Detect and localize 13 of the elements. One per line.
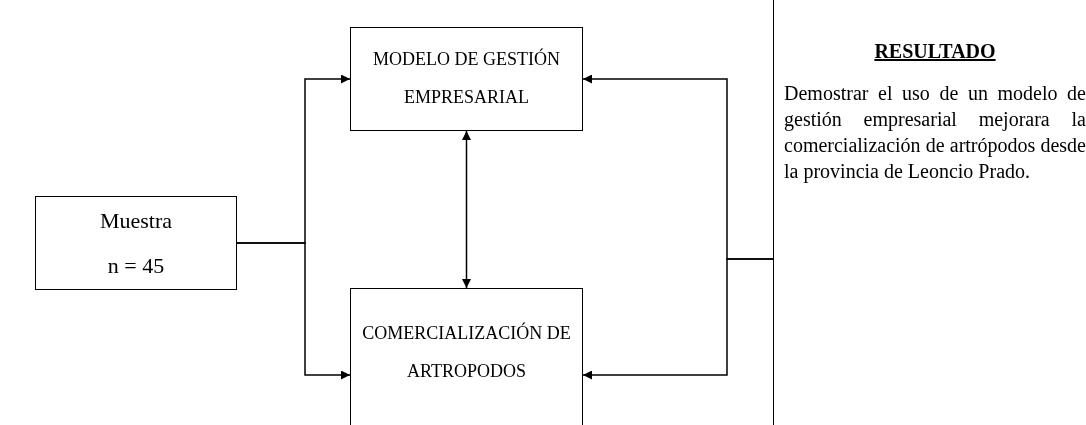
arrow xyxy=(582,258,774,380)
process-box xyxy=(350,27,583,131)
arrow xyxy=(236,242,351,380)
process-box xyxy=(350,288,583,425)
node-label: MODELO DE GESTIÓN EMPRESARIAL xyxy=(372,47,561,109)
node-label: COMERCIALIZACIÓN DE ARTROPODOS xyxy=(361,321,572,383)
process-box xyxy=(773,0,1086,425)
heading: RESULTADO xyxy=(873,39,997,64)
process-box xyxy=(35,196,237,290)
node-label: n = 45 xyxy=(107,252,165,280)
node-label: Muestra xyxy=(99,207,173,235)
paragraph: Demostrar el uso de un modelo de gestión empresarial mejorara la comercialización de artrópodos desde la provincia de Leoncio Prado. xyxy=(784,81,1086,184)
arrow xyxy=(462,130,471,289)
